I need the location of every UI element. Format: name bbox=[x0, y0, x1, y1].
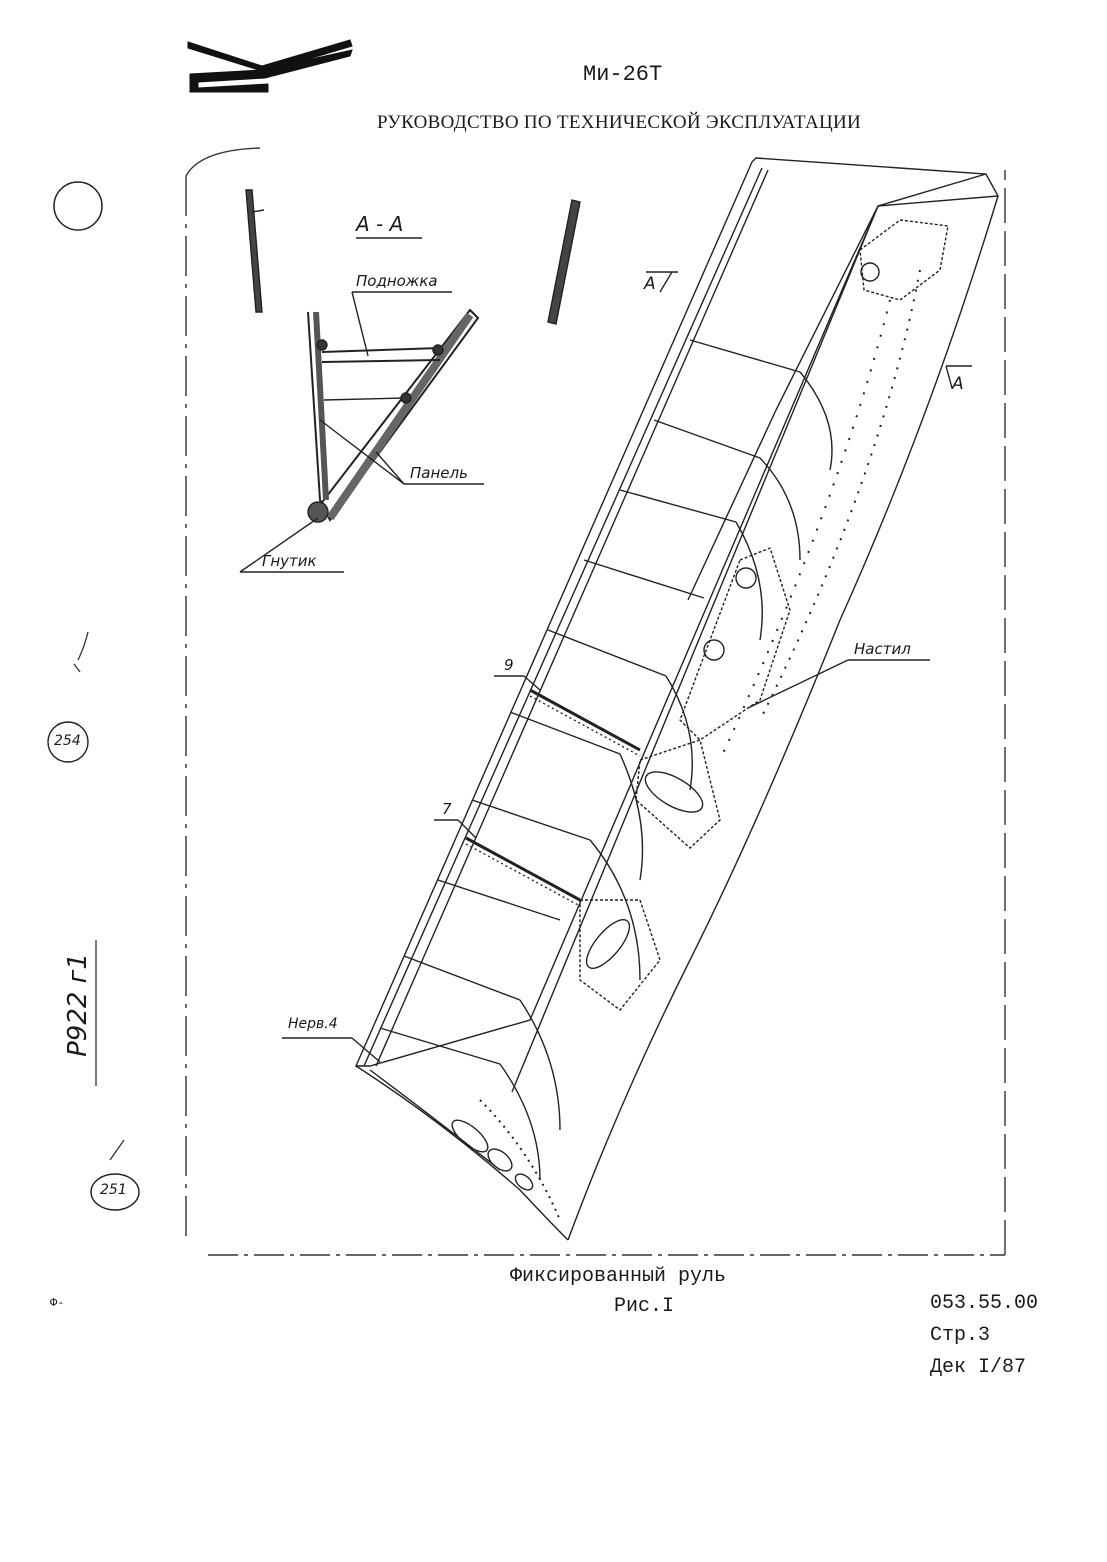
rib-7-callout: 7 bbox=[442, 800, 452, 818]
binding-hole bbox=[53, 181, 103, 231]
figure-name: Фиксированный руль bbox=[510, 1265, 727, 1288]
rib-4-callout: Нерв.4 bbox=[288, 1016, 338, 1032]
revision-date: Дек I/87 bbox=[930, 1356, 1027, 1379]
rudder-assembly bbox=[282, 157, 1000, 1241]
figure-number: Рис.I bbox=[614, 1295, 675, 1318]
panel-callout: Панель bbox=[410, 464, 468, 482]
document-code: 053.55.00 bbox=[930, 1292, 1039, 1315]
stamp-2-number: 251 bbox=[100, 1182, 127, 1198]
manufacturer-logo bbox=[187, 39, 353, 93]
manual-title: РУКОВОДСТВО ПО ТЕХНИЧЕСКОЙ ЭКСПЛУАТАЦИИ bbox=[377, 112, 862, 133]
stamp-2-circle bbox=[90, 1173, 140, 1211]
decking-callout: Настил bbox=[854, 640, 911, 658]
section-mark-right: А bbox=[952, 374, 964, 394]
aircraft-title: Ми-26Т bbox=[583, 62, 663, 87]
drawing-frame bbox=[185, 147, 1006, 1256]
margin-marks bbox=[73, 631, 125, 1161]
bent-profile-callout: Гнутик bbox=[262, 552, 317, 570]
stamp-1-number: 254 bbox=[54, 733, 81, 749]
footrest-callout: Подножка bbox=[356, 272, 438, 290]
stamp-1-circle bbox=[47, 721, 89, 763]
section-a-a-detail bbox=[239, 189, 581, 573]
rib-9-callout: 9 bbox=[504, 656, 514, 674]
page-number: Стр.3 bbox=[930, 1324, 991, 1347]
figure-caption: Фиксированный руль Рис.I bbox=[510, 1262, 726, 1322]
handwritten-margin-note: Р922 г1 bbox=[62, 953, 93, 1057]
document-reference: 053.55.00 Стр.3 Дек I/87 bbox=[930, 1288, 1038, 1384]
corner-mark: Ф- bbox=[50, 1296, 65, 1310]
section-mark-top: А bbox=[644, 274, 656, 294]
section-label: А - А bbox=[356, 212, 404, 236]
